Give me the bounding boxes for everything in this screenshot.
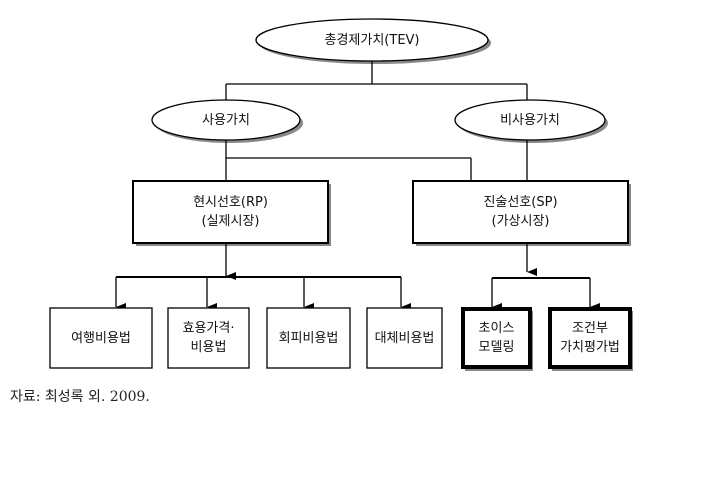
sp-node: 진술선호(SP) (가상시장) — [413, 181, 628, 243]
method-label: 가치평가법 — [560, 340, 620, 355]
sp-subtitle: (가상시장) — [491, 214, 550, 229]
source-caption: 자료: 최성록 외. 2009. — [10, 389, 150, 405]
root-node: 총경제가치(TEV) — [256, 19, 488, 61]
method-label: 여행비용법 — [71, 330, 131, 346]
method-label: 회피비용법 — [278, 330, 339, 346]
use-value-node-shape — [151, 99, 301, 141]
non-use-value-node-shape — [454, 99, 606, 141]
method-averting-cost: 회피비용법 — [267, 308, 350, 368]
root-label: 총경제가치(TEV) — [324, 32, 420, 48]
method-label: 초이스 — [478, 321, 515, 336]
method-label: 비용법 — [190, 340, 227, 355]
use-value-label: 사용가치 — [202, 112, 250, 128]
method-label: 대체비용법 — [374, 330, 435, 346]
method-label: 모델링 — [478, 340, 515, 355]
rp-subtitle: (실제시장) — [201, 214, 260, 229]
non-use-value-label: 비사용가치 — [500, 112, 560, 128]
use-value-node: 사용가치 — [152, 100, 300, 140]
method-travel-cost: 여행비용법 — [50, 308, 152, 368]
sp-title: 진술선호(SP) — [483, 195, 558, 210]
rp-node: 현시선호(RP) (실제시장) — [133, 181, 328, 243]
root-node-shape — [255, 18, 489, 62]
method-label: 조건부 — [572, 321, 608, 336]
non-use-value-node: 비사용가치 — [455, 100, 605, 140]
method-label: 효용가격· — [182, 321, 235, 336]
method-hedonic: 효용가격· 비용법 — [168, 308, 249, 368]
rp-title: 현시선호(RP) — [193, 195, 268, 210]
method-replacement-cost: 대체비용법 — [367, 308, 442, 368]
